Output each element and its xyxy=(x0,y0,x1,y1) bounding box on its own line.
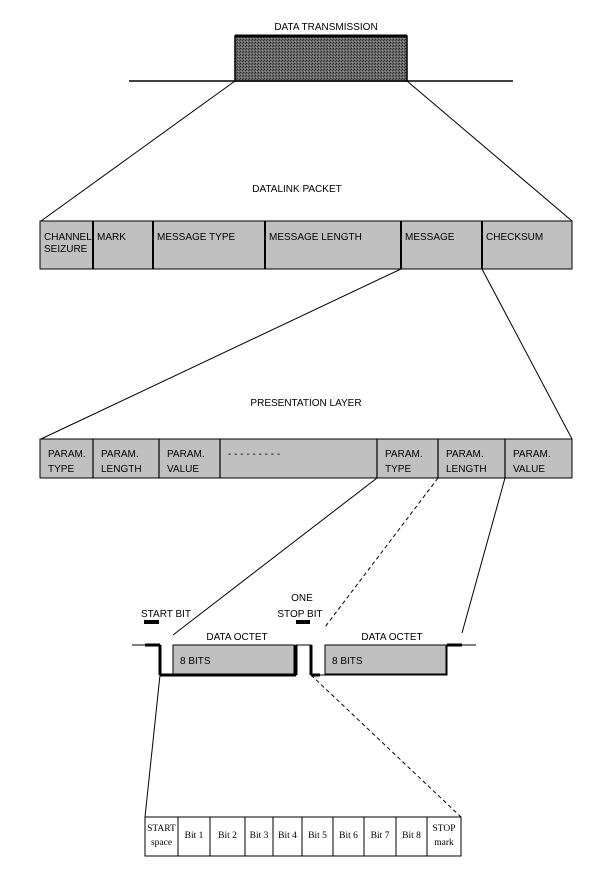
presentation-field-label: PARAM. xyxy=(446,449,484,460)
presentation-field-label: VALUE xyxy=(513,464,545,475)
bit-frame-field-label: space xyxy=(151,838,172,848)
datalink-field-label: SEIZURE xyxy=(44,244,88,255)
presentation-field-label: PARAM. xyxy=(48,449,86,460)
presentation-layer-title: PRESENTATION LAYER xyxy=(250,398,361,409)
datalink-field-label: MESSAGE xyxy=(405,232,455,243)
datalink-field-label: MESSAGE LENGTH xyxy=(269,232,362,243)
datalink-field-label: CHANNEL xyxy=(44,232,92,243)
connector-bitframe-right-dashed xyxy=(310,674,462,818)
bit-frame-field-label: STOP xyxy=(432,824,455,834)
presentation-field-label: PARAM. xyxy=(513,449,551,460)
bit-frame-labels: START space Bit 1 Bit 2 Bit 3 Bit 4 Bit 5 Bit 6… xyxy=(147,824,455,848)
stop-bit-label: STOP BIT xyxy=(277,609,322,620)
bit-frame-field-label: Bit 6 xyxy=(339,831,358,841)
datalink-field-label: MARK xyxy=(97,232,126,243)
bit-frame-dividers xyxy=(177,817,428,856)
octet-2-bits: 8 BITS xyxy=(332,656,363,667)
presentation-dividers xyxy=(92,439,506,478)
bit-frame-field-label: Bit 1 xyxy=(185,831,204,841)
data-octet-box-1 xyxy=(172,644,295,675)
bit-frame-field-label: Bit 2 xyxy=(218,831,237,841)
datalink-field-label: CHECKSUM xyxy=(486,232,543,243)
data-octet-box-2 xyxy=(324,644,447,675)
bit-frame-field-label: mark xyxy=(434,838,454,848)
bit-frame-field-label: Bit 8 xyxy=(402,831,421,841)
datalink-packet-box xyxy=(39,220,573,270)
presentation-field-label: - - - - - - - - - xyxy=(228,449,280,460)
connector-left xyxy=(40,80,236,222)
stop-bit-label-one: ONE xyxy=(291,593,313,604)
presentation-field-label: LENGTH xyxy=(446,464,487,475)
datalink-dividers xyxy=(92,221,483,269)
connector-param-length-dashed xyxy=(324,477,439,628)
presentation-field-label: VALUE xyxy=(167,464,199,475)
start-bit-marker xyxy=(144,620,159,624)
connector-param-value xyxy=(461,477,506,634)
presentation-field-label: LENGTH xyxy=(101,464,142,475)
presentation-field-label: TYPE xyxy=(385,464,411,475)
presentation-field-label: PARAM. xyxy=(385,449,423,460)
connector-message-left xyxy=(40,268,402,440)
connector-bitframe-left xyxy=(144,674,161,818)
presentation-field-label: PARAM. xyxy=(167,449,205,460)
start-bit-label: START BIT xyxy=(141,609,191,620)
presentation-field-label: TYPE xyxy=(48,464,74,475)
bit-frame-field-label: Bit 5 xyxy=(308,831,327,841)
data-transmission-title: DATA TRANSMISSION xyxy=(274,22,377,33)
data-octet-label-1: DATA OCTET xyxy=(206,632,267,643)
connector-right xyxy=(406,80,573,222)
presentation-field-label: PARAM. xyxy=(101,449,139,460)
bit-frame-field-label: Bit 3 xyxy=(250,831,269,841)
bit-frame-field-label: START xyxy=(147,824,176,834)
octet-1-bits: 8 BITS xyxy=(180,656,211,667)
presentation-field-labels: PARAM. TYPE PARAM. LENGTH PARAM. VALUE - - - -… xyxy=(48,449,551,475)
transmission-pulse xyxy=(234,35,408,82)
bit-frame-field-label: Bit 4 xyxy=(278,831,297,841)
bit-frame-field-label: Bit 7 xyxy=(371,831,390,841)
stop-bit-marker xyxy=(296,620,310,624)
connector-message-right xyxy=(481,268,573,440)
connector-param-type xyxy=(172,477,378,636)
data-octet-label-2: DATA OCTET xyxy=(361,632,422,643)
bit-frame-box xyxy=(144,816,462,857)
presentation-layer-box xyxy=(39,438,573,479)
datalink-packet-title: DATALINK PACKET xyxy=(252,184,341,195)
datalink-field-label: MESSAGE TYPE xyxy=(157,232,236,243)
